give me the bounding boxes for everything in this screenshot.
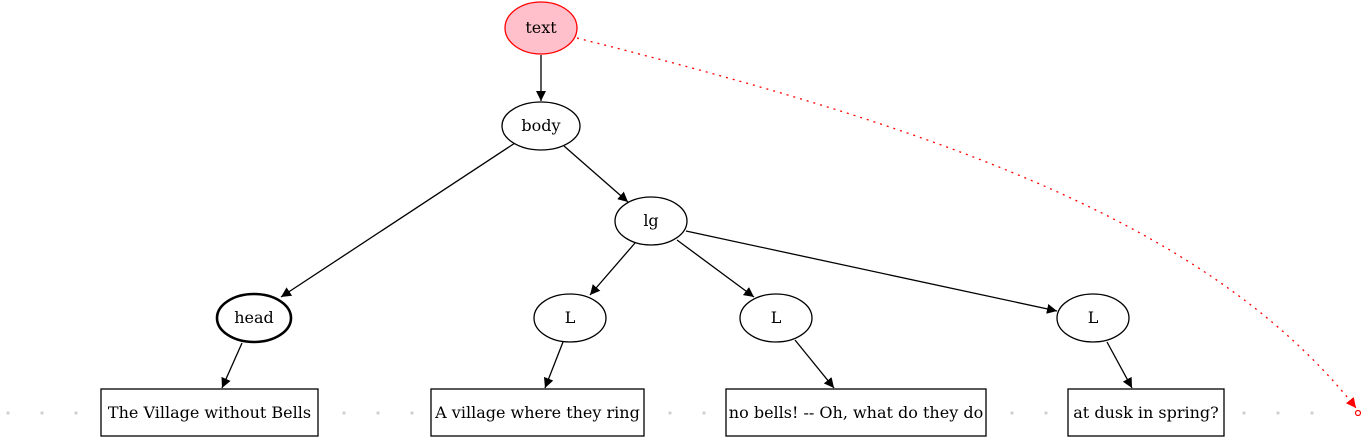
node-body: body — [501, 101, 581, 151]
dotted-edge-end-circle — [1354, 409, 1362, 417]
text-node-l3-label: at dusk in spring? — [1073, 403, 1218, 422]
baseline-dot — [6, 411, 10, 415]
node-l1: L — [533, 293, 607, 343]
baseline-dot — [40, 411, 44, 415]
baseline-dots — [6, 411, 1314, 415]
node-l1-label: L — [565, 308, 576, 327]
edge-l1-text — [543, 341, 564, 389]
node-lg: lg — [614, 196, 688, 246]
node-head: head — [215, 292, 293, 344]
text-node-l1: A village where they ring — [430, 388, 645, 437]
edge-lg-l2 — [676, 239, 755, 298]
node-text-label: text — [525, 18, 557, 37]
edge-body-head — [280, 142, 516, 298]
baseline-dot — [1242, 411, 1246, 415]
baseline-dot — [342, 411, 346, 415]
baseline-dot — [1276, 411, 1280, 415]
node-head-label: head — [234, 308, 274, 327]
node-l2-label: L — [771, 308, 782, 327]
text-node-l2-label: no bells! -- Oh, what do they do — [729, 403, 983, 422]
text-node-l2: no bells! -- Oh, what do they do — [725, 388, 987, 437]
text-node-l1-label: A village where they ring — [434, 403, 640, 422]
text-node-l3: at dusk in spring? — [1067, 388, 1225, 437]
node-l3: L — [1056, 293, 1130, 343]
node-l3-label: L — [1088, 308, 1099, 327]
baseline-dot — [668, 411, 672, 415]
baseline-dot — [1310, 411, 1314, 415]
text-node-head: The Village without Bells — [100, 388, 319, 437]
baseline-dot — [410, 411, 414, 415]
dotted-edge-text-end — [576, 37, 1357, 409]
edge-lg-l3 — [685, 230, 1058, 314]
text-node-head-label: The Village without Bells — [108, 403, 311, 422]
edge-l3-text — [1106, 341, 1133, 389]
edge-body-lg — [563, 145, 629, 203]
node-lg-label: lg — [643, 211, 658, 230]
edge-l2-text — [794, 339, 835, 389]
baseline-dot — [1044, 411, 1048, 415]
node-text: text — [504, 1, 578, 55]
node-body-label: body — [521, 116, 560, 135]
baseline-dot — [702, 411, 706, 415]
baseline-dot — [74, 411, 78, 415]
baseline-dot — [1010, 411, 1014, 415]
edges — [221, 55, 1133, 389]
baseline-dot — [376, 411, 380, 415]
edge-lg-l1 — [589, 242, 636, 296]
edge-head-text — [221, 342, 243, 389]
node-l2: L — [739, 293, 813, 343]
